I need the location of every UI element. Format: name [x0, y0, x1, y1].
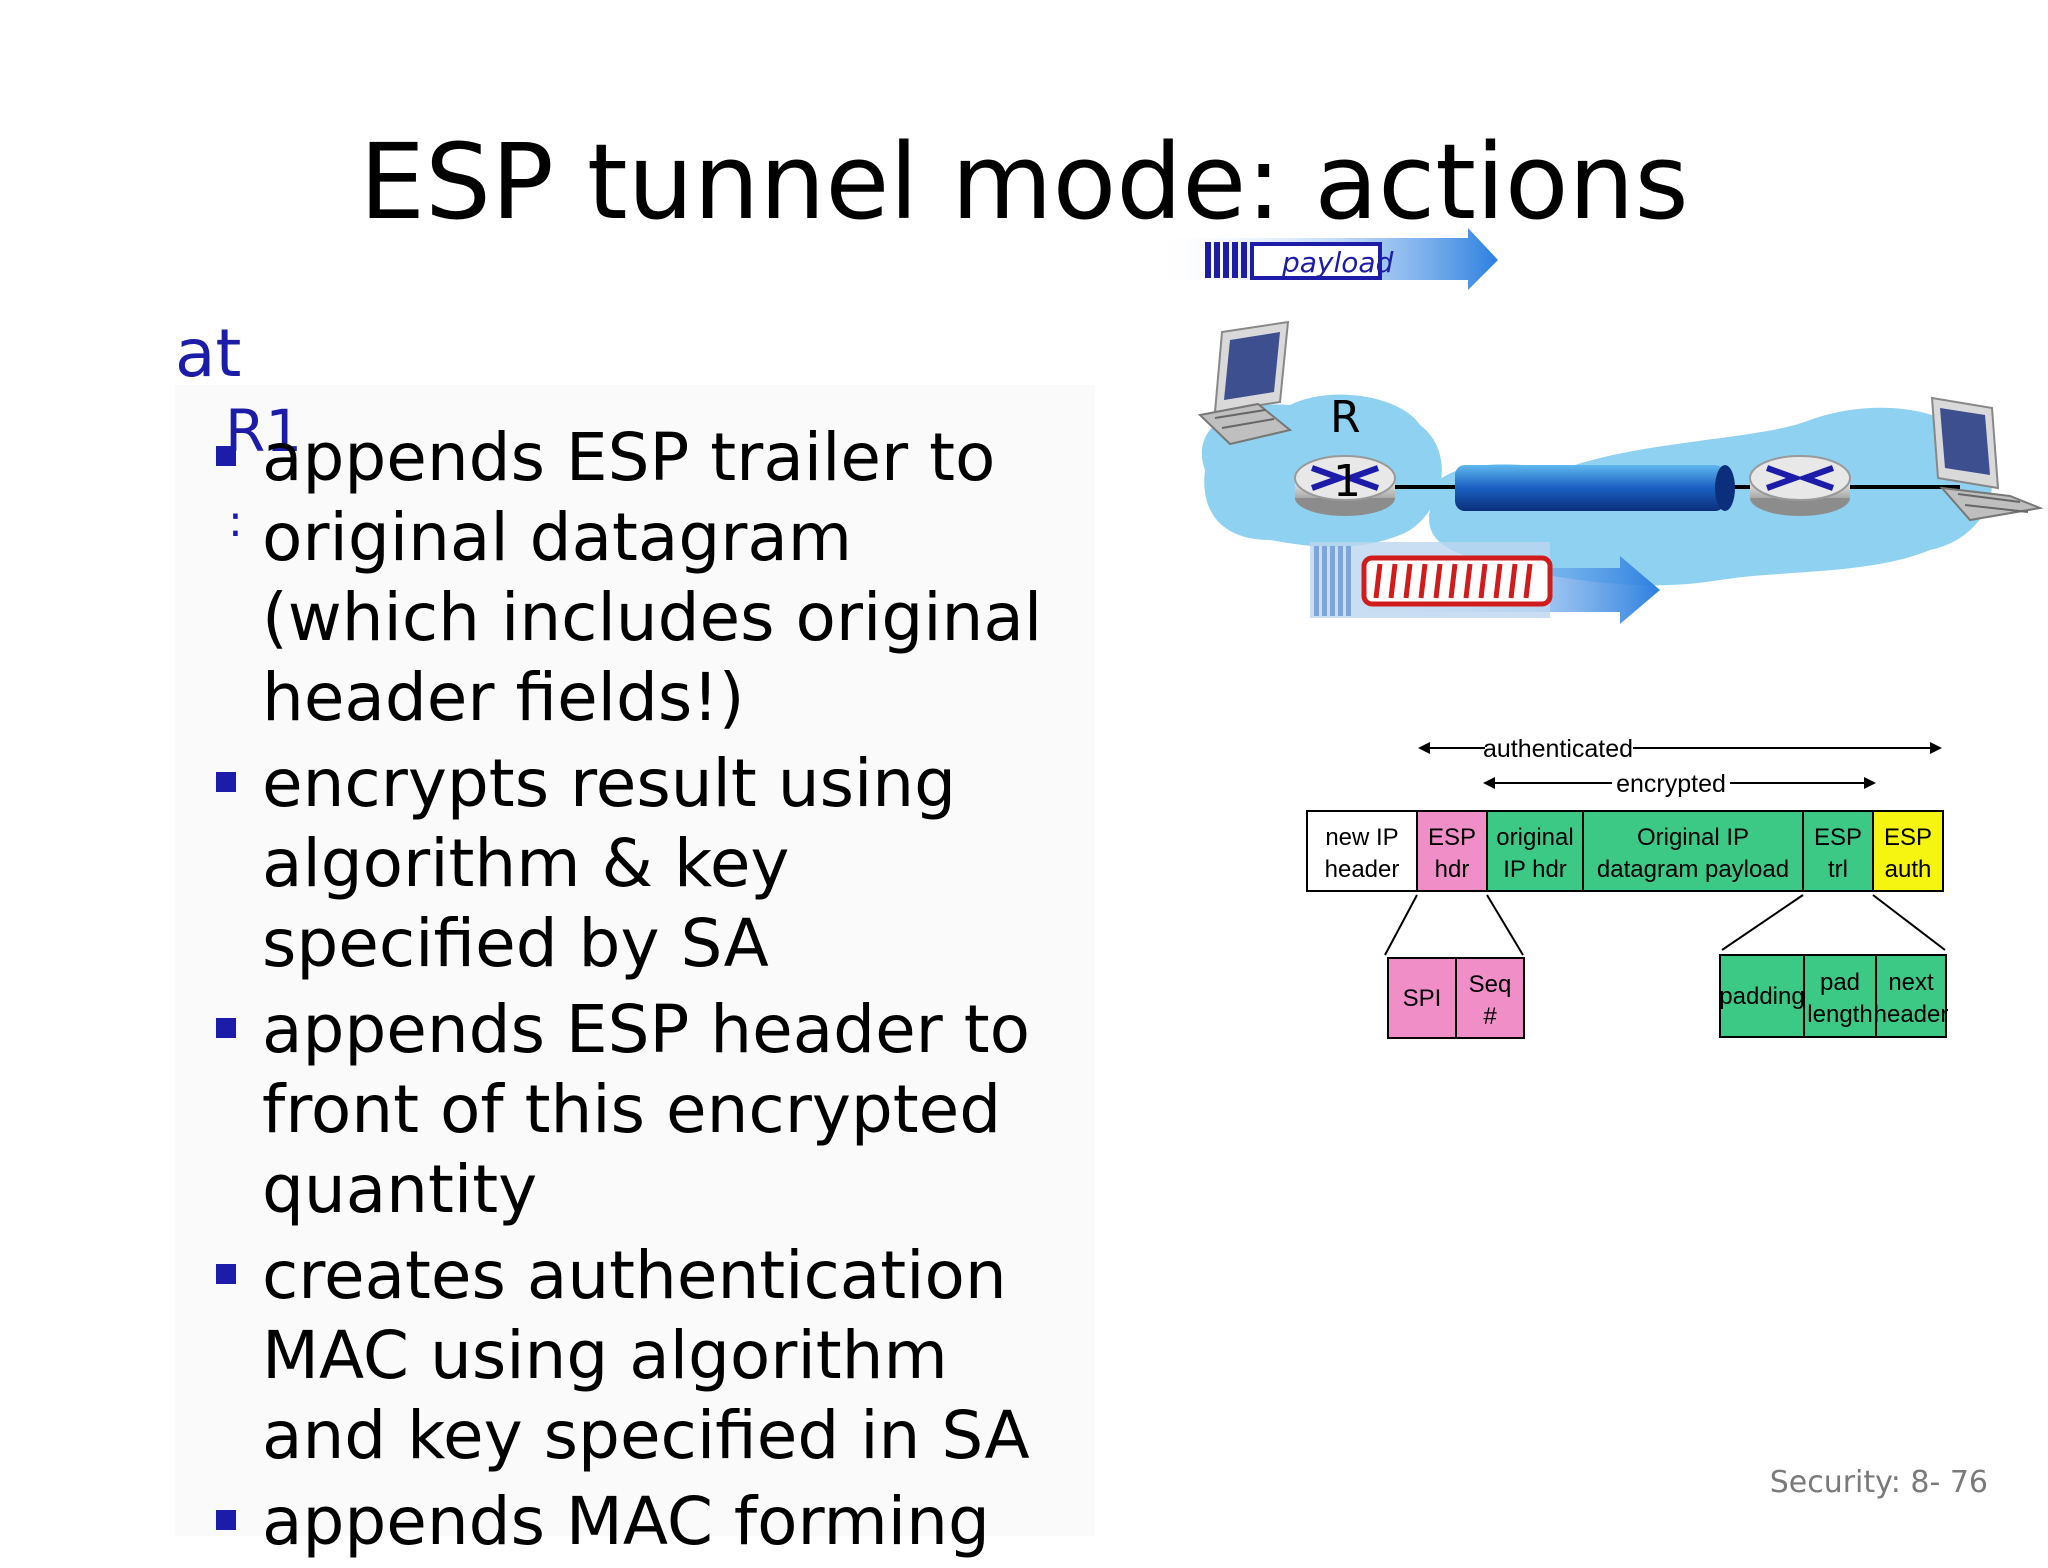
right-computer-icon: [1930, 396, 2044, 522]
field-new-ip-header: [1306, 810, 1418, 892]
detail-next-header: [1875, 954, 1947, 1038]
field-esp-hdr-line2: hdr: [1435, 856, 1470, 883]
content-panel: [175, 385, 1095, 1536]
field-original-payload: [1582, 810, 1804, 892]
bullet-text: creates authentication MAC using algorit…: [262, 1237, 1030, 1474]
field-orig-ip-line1: original: [1496, 824, 1573, 851]
span-arrow-left-icon: [1418, 742, 1430, 754]
router-r2: [1749, 455, 1851, 516]
outer-header-stripes: [1314, 546, 1351, 616]
bullet-item: creates authentication MAC using algorit…: [210, 1236, 1090, 1476]
detail-padding: [1719, 954, 1805, 1038]
span-arrow-right-icon: [1930, 742, 1942, 754]
bullet-item: encrypts result using algorithm & key sp…: [210, 744, 1090, 984]
detail-pad-length-line2: length: [1807, 1001, 1872, 1028]
bullet-list: appends ESP trailer to original datagram…: [210, 418, 1090, 1568]
detail-pad-length-line1: pad: [1820, 969, 1860, 996]
ipsec-tunnel: [1455, 465, 1725, 511]
field-orig-payload-line1: Original IP: [1637, 824, 1749, 851]
slide-footer: Security: 8- 76: [1769, 1465, 1988, 1500]
bullet-item: appends ESP header to front of this encr…: [210, 990, 1090, 1230]
router-r1: [1294, 455, 1396, 516]
encrypted-span: encrypted: [1483, 770, 1876, 798]
router-arrows-icon: [1765, 465, 1835, 491]
detail-padding-label: padding: [1719, 983, 1804, 1010]
field-esp-hdr-line1: ESP: [1428, 824, 1476, 851]
detail-seq-line1: Seq: [1469, 971, 1512, 998]
field-esp-trl-line2: trl: [1828, 856, 1848, 883]
field-esp-trl-line1: ESP: [1814, 824, 1862, 851]
detail-next-header-line2: header: [1874, 1001, 1949, 1028]
router-label-1: 1: [1333, 456, 1361, 507]
field-orig-ip-line2: IP hdr: [1503, 856, 1567, 883]
bullet-square-icon: [216, 1510, 236, 1530]
field-esp-auth-line2: auth: [1885, 856, 1932, 883]
payload-box: [1250, 242, 1382, 280]
diagram-layer: payload R 1: [1150, 228, 2044, 1039]
bullet-square-icon: [216, 772, 236, 792]
bullet-item: appends ESP trailer to original datagram…: [210, 418, 1090, 738]
detail-seq: [1455, 957, 1525, 1039]
span-arrow-right-icon: [1864, 777, 1876, 789]
field-new-ip-line1: new IP: [1325, 824, 1398, 851]
bullet-square-icon: [216, 1018, 236, 1038]
bullet-text: encrypts result using algorithm & key sp…: [262, 745, 957, 982]
field-original-ip-hdr: [1486, 810, 1584, 892]
bullet-square-icon: [216, 1264, 236, 1284]
encrypted-packet: [1310, 542, 1660, 624]
slide-title: ESP tunnel mode: actions: [359, 121, 1689, 243]
field-esp-auth-line1: ESP: [1884, 824, 1932, 851]
field-new-ip-line2: header: [1325, 856, 1400, 883]
encrypted-stripes: [1373, 563, 1533, 599]
esp-packet-format: new IP header ESP hdr original IP hdr Or…: [1306, 810, 1949, 1039]
tunnel-end: [1715, 465, 1735, 511]
field-esp-auth: [1872, 810, 1944, 892]
payload-packet: payload: [1150, 228, 1498, 290]
bullet-text: appends ESP trailer to original datagram…: [262, 419, 1043, 736]
detail-next-header-line1: next: [1888, 969, 1934, 996]
detail-spi-label: SPI: [1403, 985, 1442, 1012]
left-computer-icon: [1197, 320, 1293, 446]
authenticated-label: authenticated: [1483, 735, 1633, 763]
authenticated-span: authenticated: [1418, 735, 1942, 763]
field-orig-payload-line2: datagram payload: [1597, 856, 1789, 883]
router-label-r: R: [1330, 392, 1361, 443]
bullet-square-icon: [216, 446, 236, 466]
field-esp-hdr: [1416, 810, 1488, 892]
r1-label: R1: [225, 397, 303, 465]
router-arrows-icon: [1310, 465, 1380, 491]
detail-seq-line2: #: [1483, 1003, 1497, 1030]
encrypted-label: encrypted: [1616, 770, 1726, 798]
payload-label: payload: [1281, 246, 1394, 279]
colon-label: :: [228, 496, 243, 547]
span-arrow-left-icon: [1483, 777, 1495, 789]
detail-pad-length: [1803, 954, 1877, 1038]
payload-header-stripes: [1205, 242, 1247, 278]
at-label: at: [175, 315, 242, 392]
bullet-text: appends ESP header to front of this encr…: [262, 991, 1031, 1228]
